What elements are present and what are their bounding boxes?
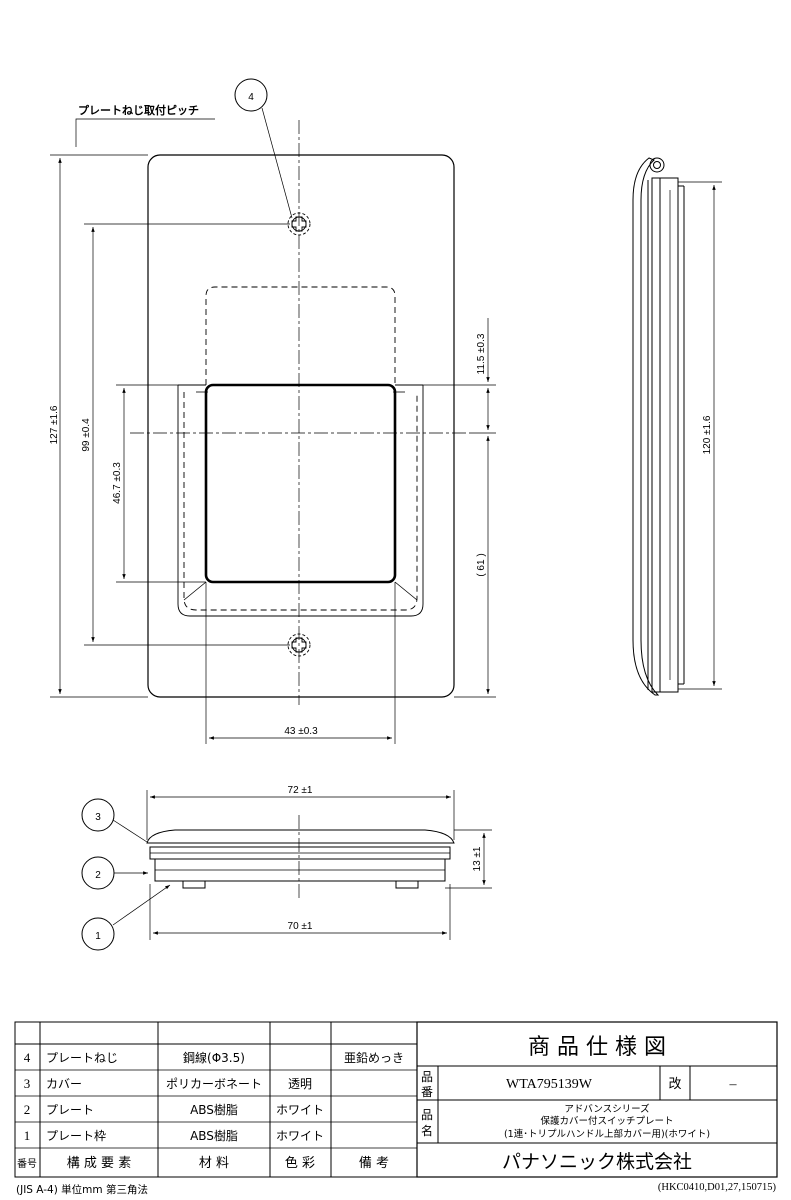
side-view [632,157,722,696]
screw-top-icon [287,212,311,236]
parts-table-text: 4 プレートねじ 鋼線(Φ3.5) 亜鉛めっき 3 カバー ポリカーボネート 透… [17,1050,404,1171]
row-2-no: 2 [24,1102,31,1117]
hinmei-label-1: 品 [421,1108,433,1122]
dim-61: ( 61 ) [476,553,487,576]
hinban-label-2: 番 [421,1085,433,1099]
switch-window [204,383,397,584]
product-name-line1: アドバンスシリーズ [564,1103,650,1115]
dim-70: 70 ±1 [288,921,313,932]
window-frame-dashed [183,392,418,611]
dim-11-5: 11.5 ±0.3 [476,333,487,374]
callout-4: 4 [248,92,254,103]
pitch-label: プレートねじ取付ピッチ [78,103,199,117]
dim-99: 99 ±0.4 [81,418,92,452]
row-4-name: プレートねじ [46,1051,118,1065]
dim-127: 127 ±1.6 [49,405,60,444]
sheet-title: 商 品 仕 様 図 [528,1035,666,1060]
callouts: 4 3 2 1 [81,78,268,951]
bottom-view-dimensions [112,790,492,940]
header-material: 材 料 [199,1156,229,1171]
row-1-material: ABS樹脂 [190,1128,238,1143]
callout-3: 3 [95,812,101,823]
row-3-no: 3 [24,1076,31,1091]
part-number: WTA795139W [506,1077,593,1092]
dimension-labels: プレートねじ取付ピッチ 127 ±1.6 99 ±0.4 46.7 ±0.3 1… [49,103,713,932]
parts-table [14,1021,418,1178]
side-cover-profile [632,157,660,696]
callout-1: 1 [95,931,101,942]
revision-value: – [729,1077,738,1092]
title-block [416,1021,778,1178]
revision-label: 改 [668,1077,681,1092]
row-1-name: プレート枠 [46,1129,106,1143]
screw-bottom-icon [287,633,311,657]
window-frame-outer [177,385,424,617]
hinge-icon [649,157,665,173]
dim-43: 43 ±0.3 [284,726,318,737]
hinmei-label-2: 名 [421,1123,433,1138]
row-4-material: 鋼線(Φ3.5) [183,1050,245,1065]
front-view [130,120,470,705]
row-3-color: 透明 [288,1077,312,1091]
header-remarks: 備 考 [359,1155,389,1171]
row-2-color: ホワイト [276,1103,324,1117]
footer-left: (JIS A-4) 単位mm 第三角法 [16,1183,148,1196]
header-component: 構 成 要 素 [67,1156,131,1171]
product-name-line3: (1連･トリプルハンドル上部カバー用)(ホワイト) [504,1128,710,1140]
dim-72: 72 ±1 [288,785,313,796]
title-block-text: 商 品 仕 様 図 品 番 WTA795139W 改 – 品 名 アドバンスシリ… [421,1035,738,1173]
row-4-no: 4 [24,1050,31,1065]
plate-outline [147,154,455,698]
bottom-view [146,815,455,900]
row-3-material: ポリカーボネート [166,1077,262,1091]
header-no: 番号 [17,1158,37,1170]
row-1-no: 1 [24,1128,31,1143]
hinban-label-1: 品 [421,1070,433,1084]
header-color: 色 彩 [285,1155,315,1171]
cover-hidden-outline [205,286,396,385]
side-plate [651,177,679,693]
dim-13: 13 ±1 [472,846,483,871]
front-view-dimensions [50,107,496,744]
callout-2: 2 [95,870,101,881]
company-name: パナソニック株式会社 [502,1151,692,1173]
row-3-name: カバー [46,1077,82,1091]
footer-right: (HKC0410,D01,27,150715) [658,1182,777,1193]
product-name-line2: 保護カバー付スイッチプレート [540,1115,673,1127]
row-2-material: ABS樹脂 [190,1102,238,1117]
row-2-name: プレート [46,1103,94,1117]
dim-120: 120 ±1.6 [702,415,713,454]
row-4-remarks: 亜鉛めっき [344,1051,404,1065]
row-1-color: ホワイト [276,1129,324,1143]
bottom-cover-profile [146,829,455,844]
dim-46-7: 46.7 ±0.3 [112,462,123,504]
